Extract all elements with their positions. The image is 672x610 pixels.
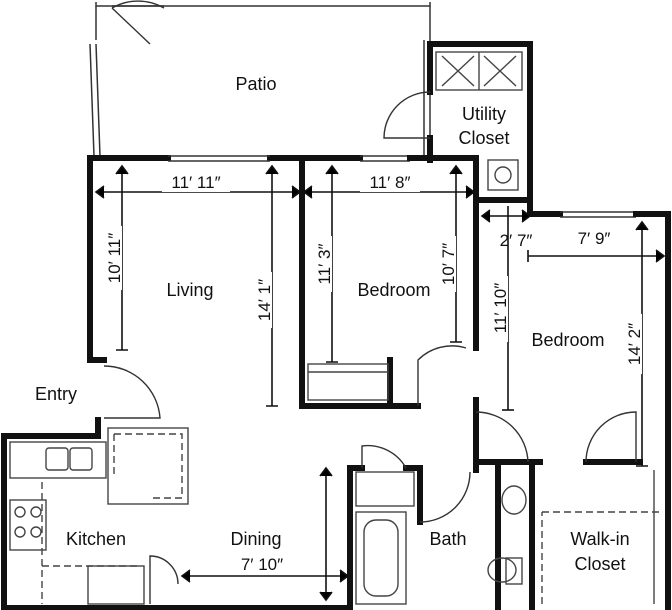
walkin-closet (541, 470, 662, 604)
label-utility: Utility (462, 104, 506, 124)
label-bedroom-1: Bedroom (357, 280, 430, 300)
dim-bedroom2-width: 7′ 9″ (578, 229, 611, 248)
dimension-lines (94, 164, 666, 602)
label-living: Living (166, 280, 213, 300)
dim-living-depth-b: 14′ 1″ (255, 279, 274, 321)
dim-bedroom1-depth-b: 10′ 7″ (439, 243, 458, 285)
label-utility-closet: Closet (458, 128, 509, 148)
dim-bedroom2-depth-b: 14′ 2″ (625, 323, 644, 365)
dim-bedroom1-depth-a: 11′ 3″ (315, 243, 334, 284)
dim-bedroom1-width: 11′ 8″ (369, 173, 410, 192)
living-walls (87, 155, 305, 409)
bedroom1-walls (299, 155, 479, 409)
label-entry: Entry (35, 384, 77, 404)
dim-living-depth-a: 10′ 11″ (105, 233, 124, 284)
dim-dining-width: 7′ 10″ (241, 555, 283, 574)
bath-area (347, 444, 535, 610)
kitchen-fixtures (9, 427, 189, 605)
label-dining: Dining (230, 529, 281, 549)
dim-hall-width: 2′ 7″ (500, 231, 533, 250)
dim-bedroom2-depth-a: 11′ 10″ (491, 283, 510, 334)
label-walkin-closet: Closet (574, 554, 625, 574)
label-kitchen: Kitchen (66, 529, 126, 549)
label-walkin: Walk-in (570, 529, 629, 549)
dim-living-width: 11′ 11″ (171, 173, 220, 192)
lower-walls (1, 365, 353, 610)
label-bedroom-2: Bedroom (531, 330, 604, 350)
label-patio: Patio (235, 74, 276, 94)
label-bath: Bath (429, 529, 466, 549)
